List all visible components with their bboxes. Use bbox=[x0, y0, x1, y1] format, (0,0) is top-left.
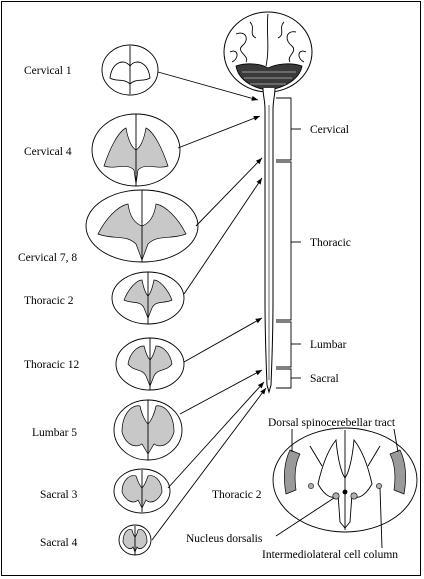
cross-section-sacral-3 bbox=[114, 469, 170, 513]
section-label-sacral-4: Sacral 4 bbox=[40, 537, 78, 549]
region-label-thoracic: Thoracic bbox=[310, 237, 351, 249]
inset-label-intermediolateral-cell-column: Intermediolateral cell column bbox=[262, 549, 398, 561]
cross-section-cervical-7-8 bbox=[86, 190, 198, 262]
cross-section-cervical-4 bbox=[92, 114, 180, 186]
section-label-cervical-4: Cervical 4 bbox=[24, 146, 72, 158]
section-label-thoracic-12: Thoracic 12 bbox=[24, 359, 79, 371]
region-label-cervical: Cervical bbox=[310, 124, 349, 136]
cross-section-lumbar-5 bbox=[114, 400, 182, 460]
inset-label-thoracic-2: Thoracic 2 bbox=[212, 489, 262, 501]
cross-section-cervical-1 bbox=[102, 45, 158, 95]
inset-label-dorsal-spinocerebellar-tract: Dorsal spinocerebellar tract bbox=[268, 417, 396, 429]
section-label-sacral-3: Sacral 3 bbox=[40, 489, 78, 501]
region-brackets bbox=[276, 98, 301, 388]
section-label-lumbar-5: Lumbar 5 bbox=[32, 427, 77, 439]
cross-section-thoracic-2 bbox=[112, 272, 184, 324]
region-label-sacral: Sacral bbox=[310, 373, 339, 385]
spinal-cord bbox=[263, 88, 275, 392]
inset-thoracic-2-section bbox=[273, 428, 417, 532]
cross-section-thoracic-12 bbox=[116, 338, 184, 390]
section-label-cervical-7-8: Cervical 7, 8 bbox=[18, 252, 77, 264]
inset-label-nucleus-dorsalis: Nucleus dorsalis bbox=[186, 533, 263, 545]
region-label-lumbar: Lumbar bbox=[310, 339, 347, 351]
cross-section-sacral-4 bbox=[119, 525, 151, 555]
section-label-cervical-1: Cervical 1 bbox=[24, 65, 72, 77]
brain-illustration bbox=[224, 12, 312, 92]
section-label-thoracic-2: Thoracic 2 bbox=[24, 295, 74, 307]
